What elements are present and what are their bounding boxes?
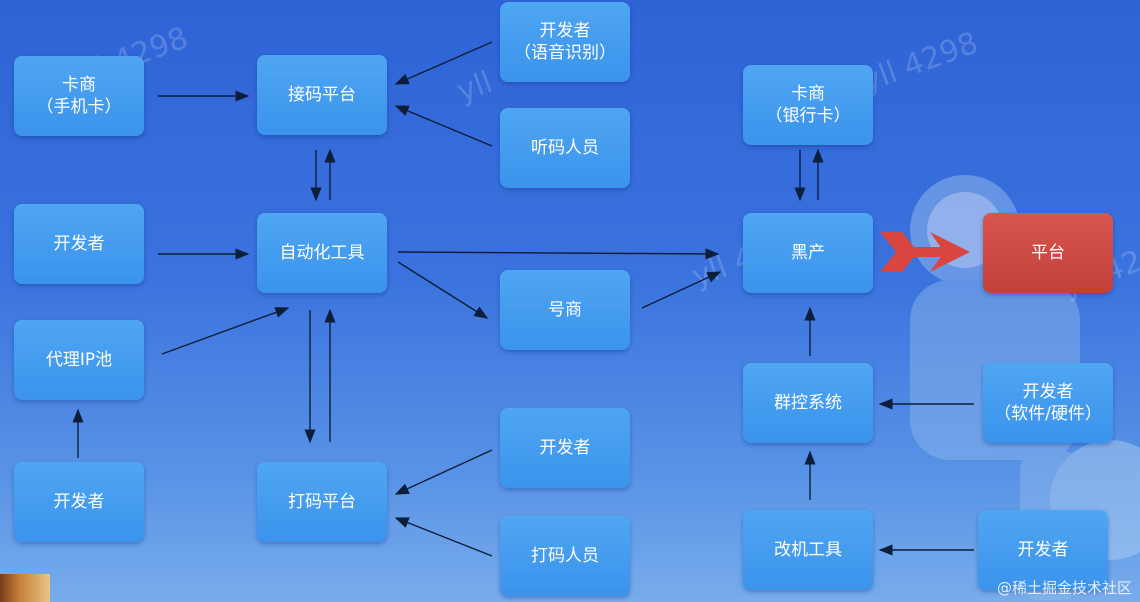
node-captcha-workers: 打码人员: [500, 516, 630, 596]
node-sublabel: （手机卡）: [36, 97, 122, 117]
node-label: 平台: [1031, 243, 1065, 263]
node-label: 打码平台: [288, 492, 356, 512]
node-sublabel: （银行卡）: [765, 106, 851, 126]
node-group-control: 群控系统: [743, 363, 873, 443]
node-card-dealer-phone: 卡商 （手机卡）: [14, 56, 144, 136]
node-label: 改机工具: [774, 540, 842, 560]
node-developer-mid: 开发者: [500, 408, 630, 488]
arrow-developer-to-captcha-platform: [394, 449, 493, 495]
arrow-captcha-workers-to-captcha-platform: [394, 517, 493, 557]
node-label: 群控系统: [774, 393, 842, 413]
source-watermark: @稀土掘金技术社区: [996, 579, 1132, 597]
node-label: 开发者: [539, 438, 591, 458]
node-sublabel: （语音识别）: [514, 43, 616, 63]
node-developer-sw-hw: 开发者 （软件/硬件）: [983, 363, 1113, 443]
node-label: 黑产: [791, 243, 825, 263]
node-captcha-platform: 打码平台: [257, 462, 387, 542]
node-label: 打码人员: [531, 546, 599, 566]
video-thumbnail: [0, 574, 50, 602]
node-label: 卡商: [791, 84, 825, 104]
node-account-dealer: 号商: [500, 270, 630, 350]
arrow-developer-voice-to-sms-platform: [394, 41, 493, 85]
node-label: 听码人员: [531, 138, 599, 158]
node-card-dealer-bank: 卡商 （银行卡）: [743, 65, 873, 145]
node-label: 开发者: [1022, 382, 1074, 402]
node-device-mod-tool: 改机工具: [743, 510, 873, 590]
node-label: 自动化工具: [279, 243, 365, 263]
node-sublabel: （软件/硬件）: [994, 404, 1102, 424]
node-label: 接码平台: [288, 85, 356, 105]
node-label: 开发者: [539, 21, 591, 41]
node-developer-left-2: 开发者: [14, 462, 144, 542]
arrow-automation-to-black-industry: [397, 248, 720, 260]
node-automation-tool: 自动化工具: [257, 213, 387, 293]
node-label: 开发者: [53, 234, 105, 254]
node-developer-right: 开发者: [978, 510, 1108, 590]
node-code-listeners: 听码人员: [500, 108, 630, 188]
node-label: 代理IP池: [45, 350, 113, 370]
node-sms-platform: 接码平台: [257, 55, 387, 135]
arrow-automation-to-account-dealer: [397, 261, 489, 319]
node-black-industry: 黑产: [743, 213, 873, 293]
arrow-proxy-pool-to-automation: [161, 307, 290, 355]
node-label: 开发者: [1017, 540, 1069, 560]
node-developer-voice: 开发者 （语音识别）: [500, 2, 630, 82]
node-developer-left-1: 开发者: [14, 204, 144, 284]
arrow-code-listeners-to-sms-platform: [394, 105, 493, 147]
node-label: 卡商: [62, 75, 96, 95]
node-proxy-ip-pool: 代理IP池: [14, 320, 144, 400]
big-arrow-to-platform: [880, 232, 970, 272]
node-label: 号商: [548, 300, 582, 320]
node-platform: 平台: [983, 213, 1113, 293]
node-label: 开发者: [53, 492, 105, 512]
arrow-account-dealer-to-black-industry: [641, 271, 722, 309]
